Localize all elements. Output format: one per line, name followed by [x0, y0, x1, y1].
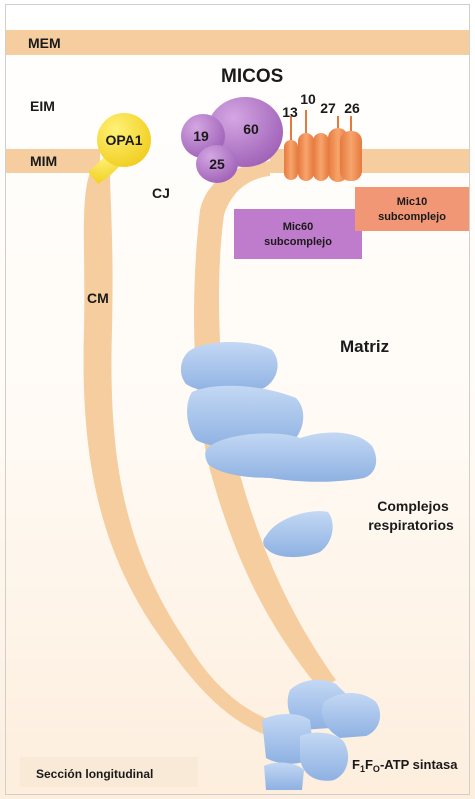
mic60-box-line1: Mic60 [283, 221, 314, 233]
opa1-label: OPA1 [105, 132, 142, 148]
mic13-protein [284, 140, 298, 180]
mic60-box-line2: subcomplejo [264, 236, 332, 248]
cj-label: CJ [152, 185, 170, 201]
matrix-label: Matriz [340, 337, 389, 356]
respiratory-label-line1: Complejos [377, 498, 449, 514]
atp-synthase-label: F1FO-ATP sintasa [352, 757, 458, 774]
cm-label: CM [87, 290, 109, 306]
mic27-label: 27 [320, 100, 336, 116]
section-label: Sección longitudinal [36, 767, 153, 781]
eim-label: EIM [30, 98, 55, 114]
mic10-protein-b [313, 133, 329, 181]
mic25-label: 25 [209, 156, 225, 172]
mem-label: MEM [28, 35, 61, 51]
mic10-protein-a [298, 133, 314, 181]
outer-membrane [6, 30, 469, 55]
mic26-protein [340, 131, 362, 181]
respiratory-complex-1 [181, 342, 278, 393]
mic60-label: 60 [243, 121, 259, 137]
mic10-box-line1: Mic10 [397, 196, 428, 208]
micos-label: MICOS [221, 66, 283, 87]
mic60-subcomplex-box [234, 209, 362, 259]
atp-synthase-base [264, 763, 304, 790]
mic10-box-line2: subcomplejo [378, 211, 446, 223]
mic19-label: 19 [193, 128, 209, 144]
mic26-label: 26 [344, 100, 360, 116]
mic10-subcomplex-box [355, 187, 469, 231]
mim-label: MIM [30, 153, 57, 169]
respiratory-label-line2: respiratorios [368, 517, 454, 533]
mic13-label: 13 [282, 104, 298, 120]
mic10-label: 10 [300, 91, 316, 107]
